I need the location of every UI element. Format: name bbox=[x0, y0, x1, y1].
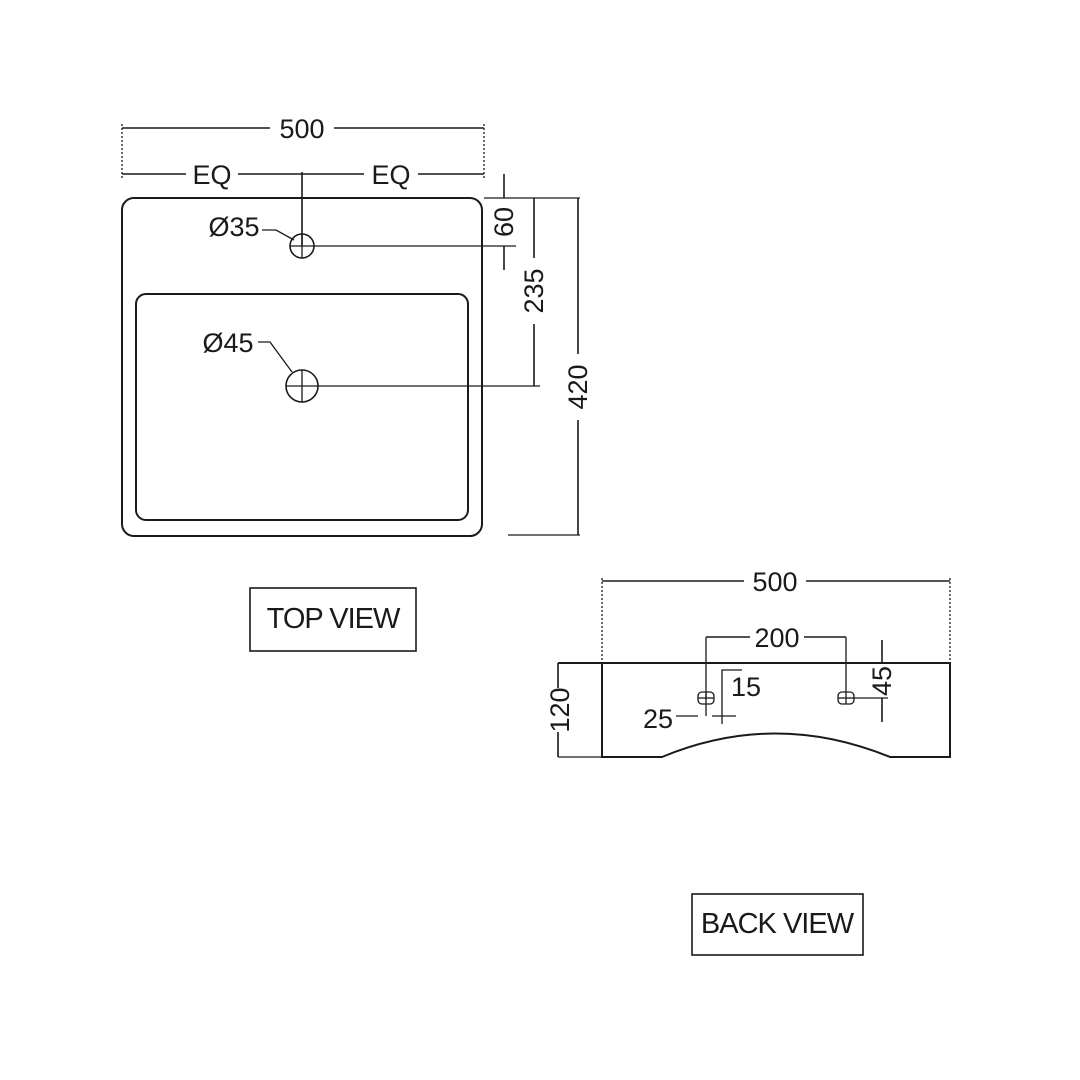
waste-dia-label: Ø45 bbox=[202, 328, 253, 358]
back-view: 500 200 120 15 25 bbox=[545, 567, 951, 956]
tap-hole-icon bbox=[289, 233, 315, 259]
fixing-centres-label: 200 bbox=[754, 623, 799, 653]
basin-bowl-outline bbox=[135, 293, 469, 521]
fixing-height-dimension: 45 bbox=[854, 640, 897, 722]
tap-hole-offset-label: 60 bbox=[489, 207, 519, 237]
fixing-height-label: 45 bbox=[867, 666, 897, 696]
back-view-label: BACK VIEW bbox=[701, 908, 855, 940]
top-width-dimension: 500 bbox=[121, 114, 485, 180]
top-width-label: 500 bbox=[279, 114, 324, 144]
right-fixing-slot-icon bbox=[837, 691, 855, 705]
left-fixing-slot-icon bbox=[697, 691, 715, 716]
top-depth-dimension: 420 bbox=[563, 198, 593, 535]
top-view-label-box bbox=[249, 587, 417, 652]
eq-right-label: EQ bbox=[371, 160, 410, 190]
back-height-dimension: 120 bbox=[545, 663, 602, 758]
back-body-outline bbox=[558, 662, 951, 758]
back-width-dimension: 500 bbox=[601, 567, 951, 683]
top-depth-label: 420 bbox=[563, 364, 593, 409]
top-view-label: TOP VIEW bbox=[267, 603, 401, 635]
tap-hole-offset-dimension: 60 bbox=[489, 174, 519, 270]
slot-offset-label: 25 bbox=[643, 704, 673, 734]
slot-width-label: 15 bbox=[731, 672, 761, 702]
eq-dimension: EQ EQ bbox=[122, 160, 484, 246]
waste-hole-icon bbox=[285, 369, 319, 403]
back-width-label: 500 bbox=[752, 567, 797, 597]
tap-hole-dia-label: Ø35 bbox=[208, 212, 259, 242]
back-height-label: 120 bbox=[545, 687, 575, 732]
back-view-label-box bbox=[691, 893, 864, 956]
waste-offset-dimension: 235 bbox=[519, 198, 549, 386]
eq-left-label: EQ bbox=[192, 160, 231, 190]
fixing-centres-dimension: 200 bbox=[705, 623, 847, 700]
waste-offset-label: 235 bbox=[519, 268, 549, 313]
top-view: 500 EQ EQ Ø35 Ø45 bbox=[121, 114, 593, 652]
